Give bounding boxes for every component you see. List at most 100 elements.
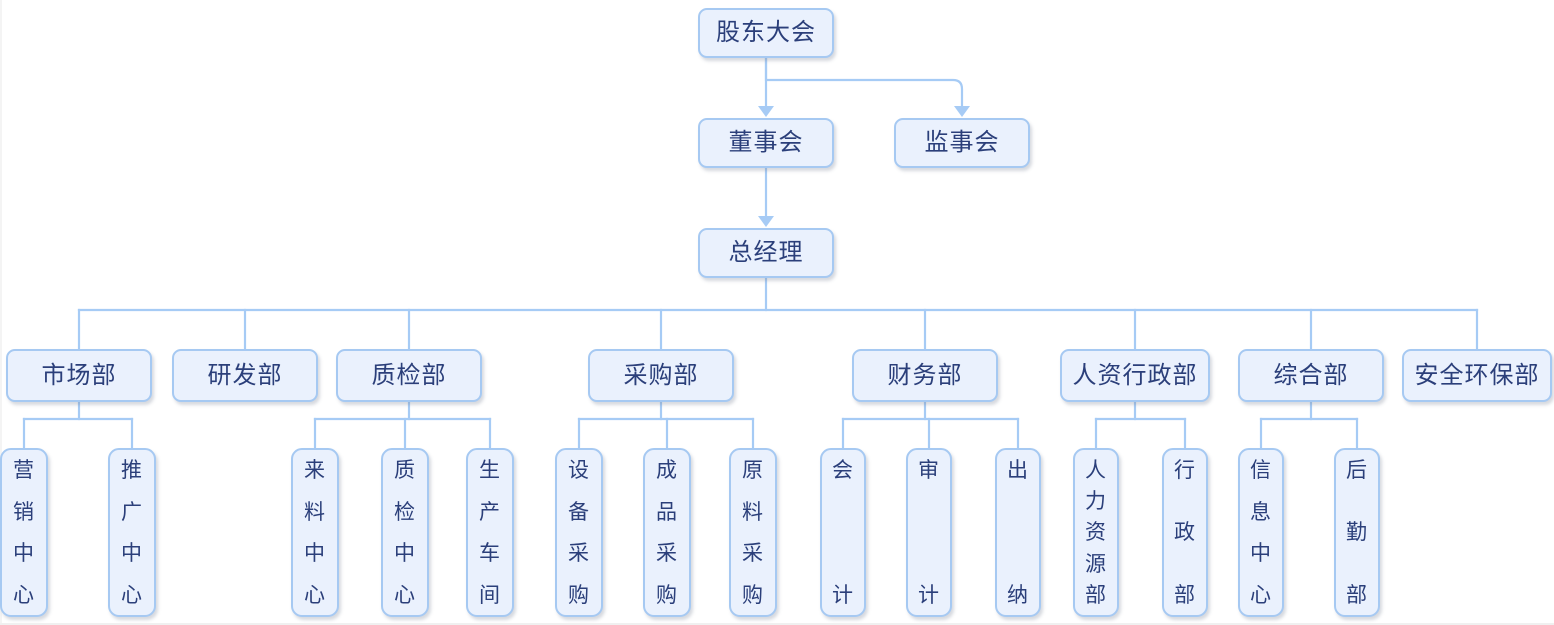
label-char: 心 xyxy=(394,584,416,606)
node-label: 成品采购 xyxy=(645,459,689,606)
label-char: 设 xyxy=(568,459,590,481)
label-char: 采 xyxy=(568,542,590,564)
label-char: 采 xyxy=(656,542,678,564)
node-l-incoming-center[interactable]: 来料中心 xyxy=(291,448,339,617)
label-char: 中 xyxy=(13,542,35,564)
node-l-accounting[interactable]: 会计 xyxy=(820,448,866,617)
label-char: 中 xyxy=(394,542,416,564)
node-l-cashier[interactable]: 出纳 xyxy=(995,448,1041,617)
node-label: 行政部 xyxy=(1164,459,1206,606)
label-char: 购 xyxy=(568,584,590,606)
label-char: 营 xyxy=(13,459,35,481)
node-label: 营销中心 xyxy=(2,459,46,606)
node-l-material-purchase[interactable]: 原料采购 xyxy=(729,448,777,617)
label-char: 审 xyxy=(918,459,940,481)
node-l-logistics-dept[interactable]: 后勤部 xyxy=(1334,448,1380,617)
label-char: 心 xyxy=(121,584,143,606)
node-d-qc[interactable]: 质检部 xyxy=(336,349,482,402)
node-label: 总经理 xyxy=(729,241,804,265)
label-char: 部 xyxy=(1085,584,1107,606)
node-d-hr[interactable]: 人资行政部 xyxy=(1060,349,1210,402)
label-char: 销 xyxy=(13,501,35,523)
node-label: 质检部 xyxy=(372,364,447,388)
label-char: 信 xyxy=(1250,459,1272,481)
node-label: 人资行政部 xyxy=(1073,364,1198,388)
label-char: 原 xyxy=(742,459,764,481)
label-char: 人 xyxy=(1085,459,1107,481)
node-d-rd[interactable]: 研发部 xyxy=(172,349,318,402)
label-char: 料 xyxy=(304,501,326,523)
label-char: 品 xyxy=(656,501,678,523)
label-char: 会 xyxy=(832,459,854,481)
node-label: 原料采购 xyxy=(731,459,775,606)
label-char: 中 xyxy=(304,542,326,564)
node-label: 市场部 xyxy=(42,364,117,388)
node-l-equip-purchase[interactable]: 设备采购 xyxy=(555,448,603,617)
node-l-hr-dept[interactable]: 人力资源部 xyxy=(1073,448,1119,617)
node-label: 推广中心 xyxy=(110,459,154,606)
label-char: 出 xyxy=(1007,459,1029,481)
arrow-shareholders_to_board xyxy=(758,106,774,117)
node-board[interactable]: 董事会 xyxy=(698,118,834,168)
node-l-info-center[interactable]: 信息中心 xyxy=(1238,448,1284,617)
label-char: 心 xyxy=(304,584,326,606)
node-d-finance[interactable]: 财务部 xyxy=(852,349,998,402)
label-char: 质 xyxy=(394,459,416,481)
node-label: 监事会 xyxy=(925,131,1000,155)
label-char: 行 xyxy=(1174,459,1196,481)
label-char: 检 xyxy=(394,501,416,523)
node-d-safety[interactable]: 安全环保部 xyxy=(1402,349,1552,402)
label-char: 计 xyxy=(918,584,940,606)
node-label: 采购部 xyxy=(624,364,699,388)
label-char: 息 xyxy=(1250,501,1272,523)
label-char: 资 xyxy=(1085,521,1107,543)
node-l-marketing-center[interactable]: 营销中心 xyxy=(0,448,48,617)
edge-shareholders_to_supervisors xyxy=(766,58,962,107)
label-char: 来 xyxy=(304,459,326,481)
node-shareholders[interactable]: 股东大会 xyxy=(698,8,834,58)
label-char: 纳 xyxy=(1007,584,1029,606)
node-l-admin-dept[interactable]: 行政部 xyxy=(1162,448,1208,617)
label-char: 购 xyxy=(742,584,764,606)
label-char: 生 xyxy=(479,459,501,481)
label-char: 采 xyxy=(742,542,764,564)
label-char: 力 xyxy=(1085,490,1107,512)
label-char: 产 xyxy=(479,501,501,523)
label-char: 间 xyxy=(479,584,501,606)
arrow-shareholders_to_supervisors xyxy=(954,106,970,117)
label-char: 后 xyxy=(1346,459,1368,481)
node-gm[interactable]: 总经理 xyxy=(698,228,834,278)
node-d-market[interactable]: 市场部 xyxy=(6,349,152,402)
node-label: 生产车间 xyxy=(468,459,512,606)
label-char: 心 xyxy=(13,584,35,606)
node-label: 来料中心 xyxy=(293,459,337,606)
label-char: 心 xyxy=(1250,584,1272,606)
node-label: 出纳 xyxy=(997,459,1039,606)
node-label: 信息中心 xyxy=(1240,459,1282,606)
node-l-qc-center[interactable]: 质检中心 xyxy=(381,448,429,617)
node-d-purchase[interactable]: 采购部 xyxy=(588,349,734,402)
label-char: 政 xyxy=(1174,521,1196,543)
node-l-workshop[interactable]: 生产车间 xyxy=(466,448,514,617)
label-char: 购 xyxy=(656,584,678,606)
label-char: 广 xyxy=(121,501,143,523)
node-supervisors[interactable]: 监事会 xyxy=(894,118,1030,168)
node-label: 研发部 xyxy=(208,364,283,388)
label-char: 中 xyxy=(1250,542,1272,564)
node-d-general[interactable]: 综合部 xyxy=(1238,349,1384,402)
node-label: 后勤部 xyxy=(1336,459,1378,606)
node-l-product-purchase[interactable]: 成品采购 xyxy=(643,448,691,617)
node-label: 质检中心 xyxy=(383,459,427,606)
label-char: 中 xyxy=(121,542,143,564)
label-char: 成 xyxy=(656,459,678,481)
node-l-promo-center[interactable]: 推广中心 xyxy=(108,448,156,617)
label-char: 备 xyxy=(568,501,590,523)
node-label: 综合部 xyxy=(1274,364,1349,388)
node-label: 人力资源部 xyxy=(1075,459,1117,606)
label-char: 推 xyxy=(121,459,143,481)
node-l-audit[interactable]: 审计 xyxy=(906,448,952,617)
node-label: 审计 xyxy=(908,459,950,606)
arrow-board_to_gm xyxy=(758,216,774,227)
